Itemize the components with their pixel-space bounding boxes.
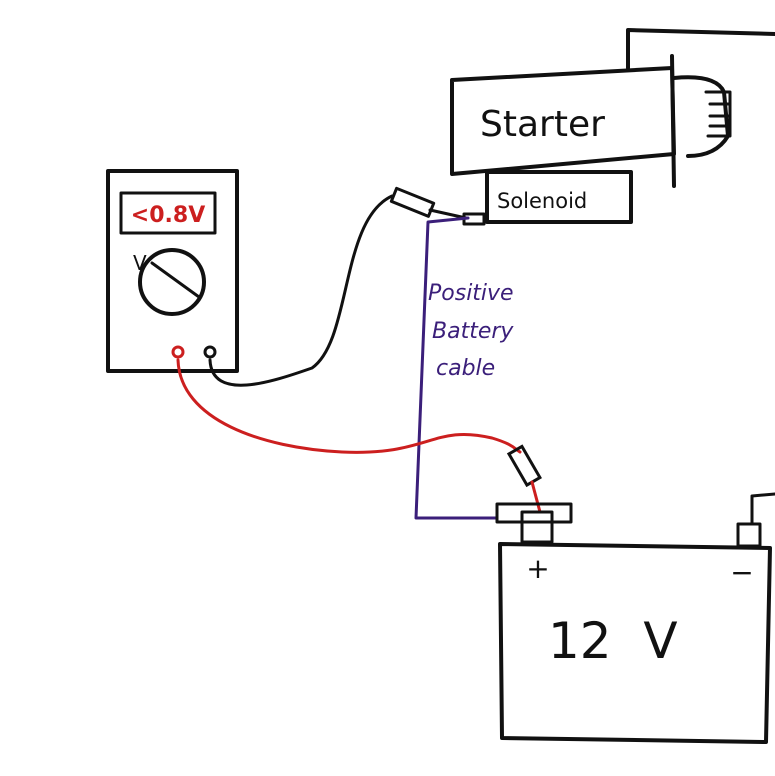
probe-jacks: [171, 345, 217, 359]
starter-motor: Starter: [450, 28, 775, 188]
battery-negative-sign: −: [730, 556, 753, 589]
red-probe-tip: [506, 444, 542, 488]
starter-label: Starter: [480, 104, 605, 145]
engine-block-outline: [626, 28, 775, 70]
meter-reading: <0.8V: [131, 203, 205, 228]
multimeter-body: [106, 169, 239, 373]
multimeter: <0.8V V: [106, 169, 239, 373]
solenoid-label: Solenoid: [497, 189, 587, 213]
car-battery: + − 12 V: [495, 492, 775, 744]
cable-label-line1: Positive: [428, 281, 514, 306]
red-test-lead: [176, 358, 542, 514]
solenoid-body: [485, 170, 633, 224]
black-lead-wire: [208, 194, 394, 387]
positive-battery-cable: Positive Battery cable: [414, 216, 514, 520]
black-probe-needle: [428, 208, 468, 220]
cable-label-line3: cable: [436, 356, 495, 381]
red-lead-wire: [176, 358, 522, 454]
black-test-lead: [208, 186, 468, 387]
negative-post: [736, 522, 762, 548]
positive-post: [520, 510, 554, 544]
battery-positive-sign: +: [526, 552, 549, 585]
negative-cable-wire: [750, 492, 775, 526]
dial-pointer: [150, 261, 201, 299]
cable-label-line2: Battery: [432, 319, 514, 344]
range-dial: [138, 248, 206, 316]
black-jack: [203, 345, 217, 359]
battery-case: [498, 542, 772, 744]
dial-knob: [138, 248, 206, 316]
red-jack: [171, 345, 185, 359]
black-probe-tip: [389, 186, 436, 218]
starter-mount-line: [670, 54, 676, 188]
battery-voltage-label: 12 V: [548, 612, 678, 670]
solenoid: Solenoid: [462, 170, 633, 226]
starter-gear-icon: [704, 90, 732, 138]
starter-drive-housing: [672, 75, 730, 158]
red-probe-needle: [530, 480, 542, 514]
positive-cable-clamp: [495, 502, 573, 524]
positive-cable-wire: [414, 216, 499, 520]
multimeter-display: [119, 191, 217, 235]
